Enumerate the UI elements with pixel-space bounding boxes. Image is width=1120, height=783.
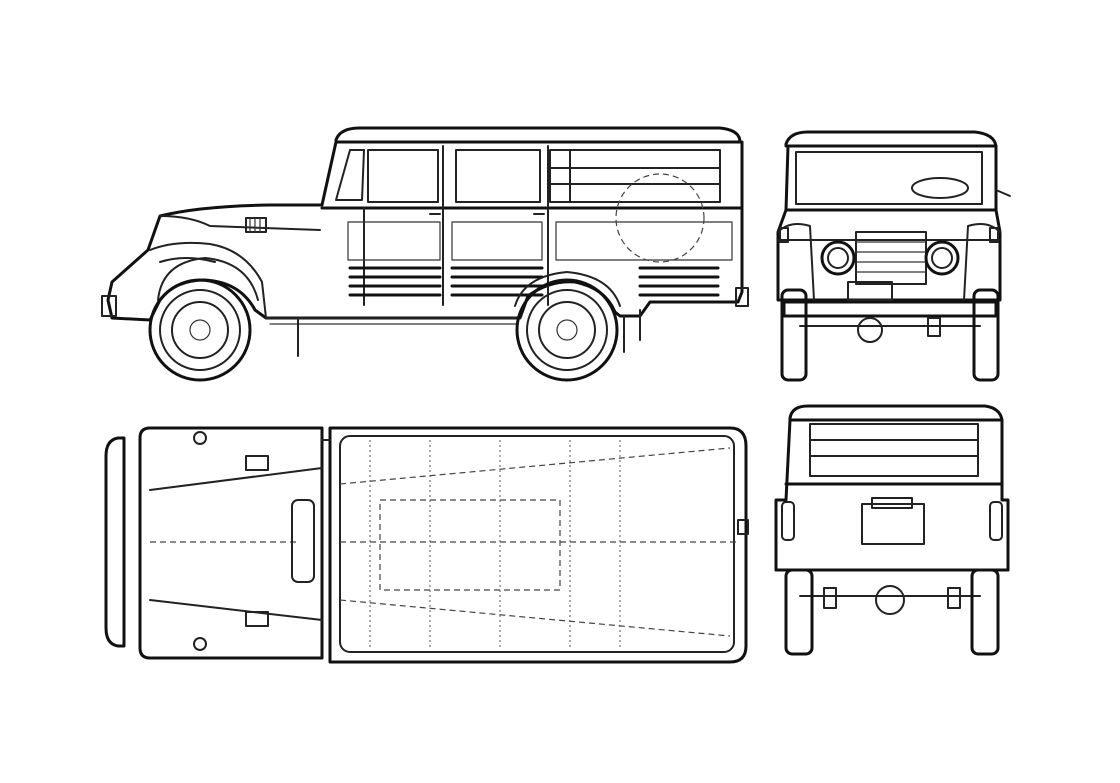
wheel-icon [970,568,1000,656]
side-window-middle [455,149,541,203]
spare-tire-icon [875,585,905,615]
headlight-icon [820,240,856,276]
side-spare-tire-outline [615,173,705,263]
top-view [104,426,749,664]
headlight-icon [924,240,960,276]
wheel-icon [515,278,619,382]
front-windshield [795,151,983,205]
wheel-icon [972,288,1000,382]
front-view [776,130,1011,382]
top-hood [138,426,324,660]
wheel-icon [780,288,808,382]
side-window-front [367,149,439,203]
side-roof [334,126,742,144]
side-view [101,126,749,382]
top-windshield [291,499,315,583]
side-louvres [348,266,720,297]
side-hood-line [159,215,321,231]
side-hood-badge [245,217,267,233]
side-window-rear [549,149,721,203]
top-roof [328,426,748,664]
rear-view [774,404,1010,656]
top-frame-hidden-lines [339,440,740,650]
rear-license-plate [861,503,925,545]
wheel-icon [784,568,814,656]
top-front-bumper [104,436,126,648]
wheel-icon [148,278,252,382]
rear-window [809,423,979,477]
front-bumper [782,300,998,318]
